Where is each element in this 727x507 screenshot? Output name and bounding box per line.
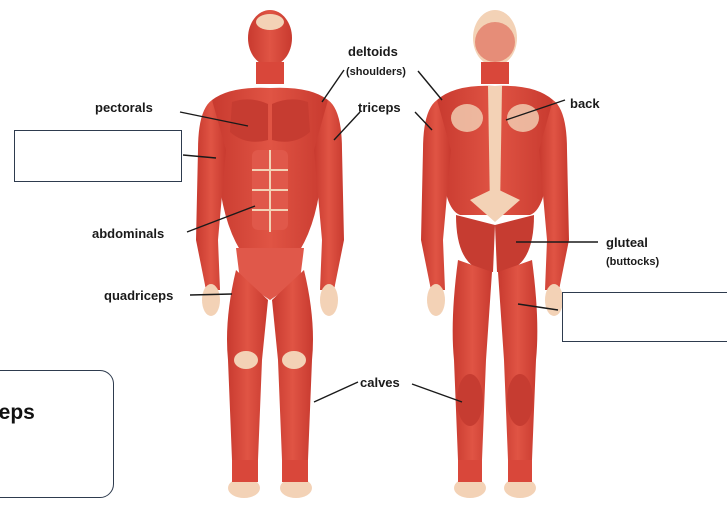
calves-back-line	[412, 384, 462, 402]
label-shoulders: (shoulders)	[346, 66, 406, 78]
back-figure	[421, 10, 569, 498]
answer-box-biceps[interactable]	[14, 130, 182, 182]
label-back: back	[570, 96, 600, 111]
label-buttocks: (buttocks)	[606, 256, 659, 268]
quadriceps-line	[190, 294, 232, 295]
label-deltoids: deltoids	[348, 44, 398, 59]
deltoids-line	[322, 70, 344, 102]
label-triceps: triceps	[358, 100, 401, 115]
front-figure	[196, 10, 344, 498]
label-gluteal: gluteal	[606, 235, 648, 250]
label-quadriceps: quadriceps	[104, 288, 173, 303]
label-abdominals: abdominals	[92, 226, 164, 241]
word-bank-box[interactable]: ceps	[0, 370, 114, 498]
label-pectorals: pectorals	[95, 100, 153, 115]
label-calves: calves	[360, 375, 400, 390]
answer-box-hamstrings[interactable]	[562, 292, 727, 342]
word-bank-word[interactable]: ceps	[0, 401, 35, 425]
deltoids-back-line	[418, 71, 442, 100]
calves-line	[314, 382, 358, 402]
